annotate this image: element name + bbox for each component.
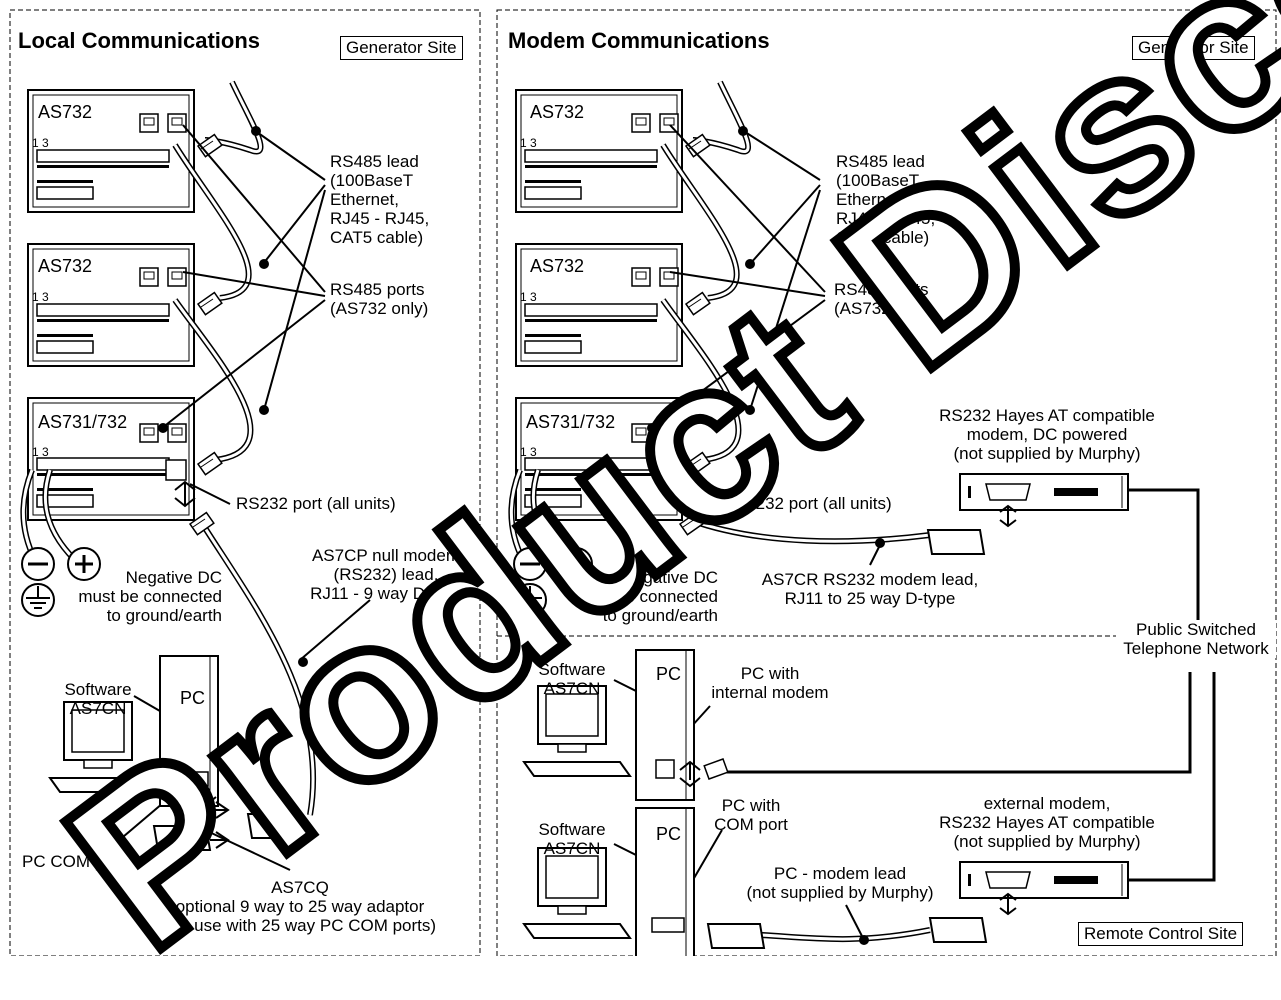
right-modems — [707, 473, 1129, 949]
right-pcs — [523, 649, 729, 956]
left-units — [27, 89, 195, 521]
left-unit-2-label: AS732 — [38, 256, 93, 276]
right-unit-2-terminal-label: 1 3 — [520, 290, 537, 304]
left-unit-1-terminal-label: 1 3 — [32, 136, 49, 150]
left-generator-site-badge: Generator Site — [340, 36, 463, 60]
diagram: Local Communications Generator Site AS73… — [9, 0, 1281, 1000]
left-pc-com-port-label: PC COM port — [22, 852, 125, 871]
right-unit-3-terminal-label: 1 3 — [520, 445, 537, 459]
left-null-modem-label: AS7CP null modem(RS232) lead,RJ11 - 9 wa… — [310, 546, 462, 603]
right-unit-1-label: AS732 — [530, 102, 585, 122]
right-unit-1-terminal-label: 1 3 — [520, 136, 537, 150]
left-panel-title: Local Communications — [18, 28, 261, 53]
left-cables-inner — [21, 81, 315, 816]
right-dc-symbols — [513, 547, 593, 617]
diagram-artwork — [9, 9, 1277, 956]
left-unit-1-label: AS732 — [38, 102, 93, 122]
right-modem-lead-label: AS7CR RS232 modem lead,RJ11 to 25 way D-… — [761, 570, 979, 608]
left-unit-2-terminal-label: 1 3 — [32, 290, 49, 304]
right-generator-site-badge: Generator Site — [1132, 36, 1255, 60]
remote-control-site-badge: Remote Control Site — [1078, 922, 1244, 946]
left-unit-3-label: AS731/732 — [38, 412, 128, 432]
external-modem-label: external modem,RS232 Hayes AT compatible… — [939, 794, 1155, 851]
right-unit-3-label: AS731/732 — [526, 412, 616, 432]
right-rs485-ports-label: RS485 ports(AS732 only) — [834, 280, 933, 318]
right-rs232-port-label: RS232 port (all units) — [732, 494, 892, 513]
left-pc-label: PC — [180, 688, 206, 708]
left-unit-3-terminal-label: 1 3 — [32, 445, 49, 459]
right-cables-inner — [509, 81, 931, 941]
left-rs232-port-label: RS232 port (all units) — [236, 494, 396, 513]
left-pc-graphic — [49, 480, 305, 851]
right-pc-2-label: PC — [656, 824, 682, 844]
right-panel-title: Modem Communications — [508, 28, 770, 53]
left-rs485-ports-label: RS485 ports(AS732 only) — [330, 280, 429, 318]
right-units — [515, 89, 683, 521]
pc-modem-lead-label: PC - modem lead(not supplied by Murphy) — [746, 864, 934, 902]
left-leader-lines — [109, 124, 371, 871]
right-unit-2-label: AS732 — [530, 256, 585, 276]
right-pc-1-label: PC — [656, 664, 682, 684]
telephone-lines — [726, 488, 1216, 882]
left-dc-symbols — [21, 547, 101, 617]
